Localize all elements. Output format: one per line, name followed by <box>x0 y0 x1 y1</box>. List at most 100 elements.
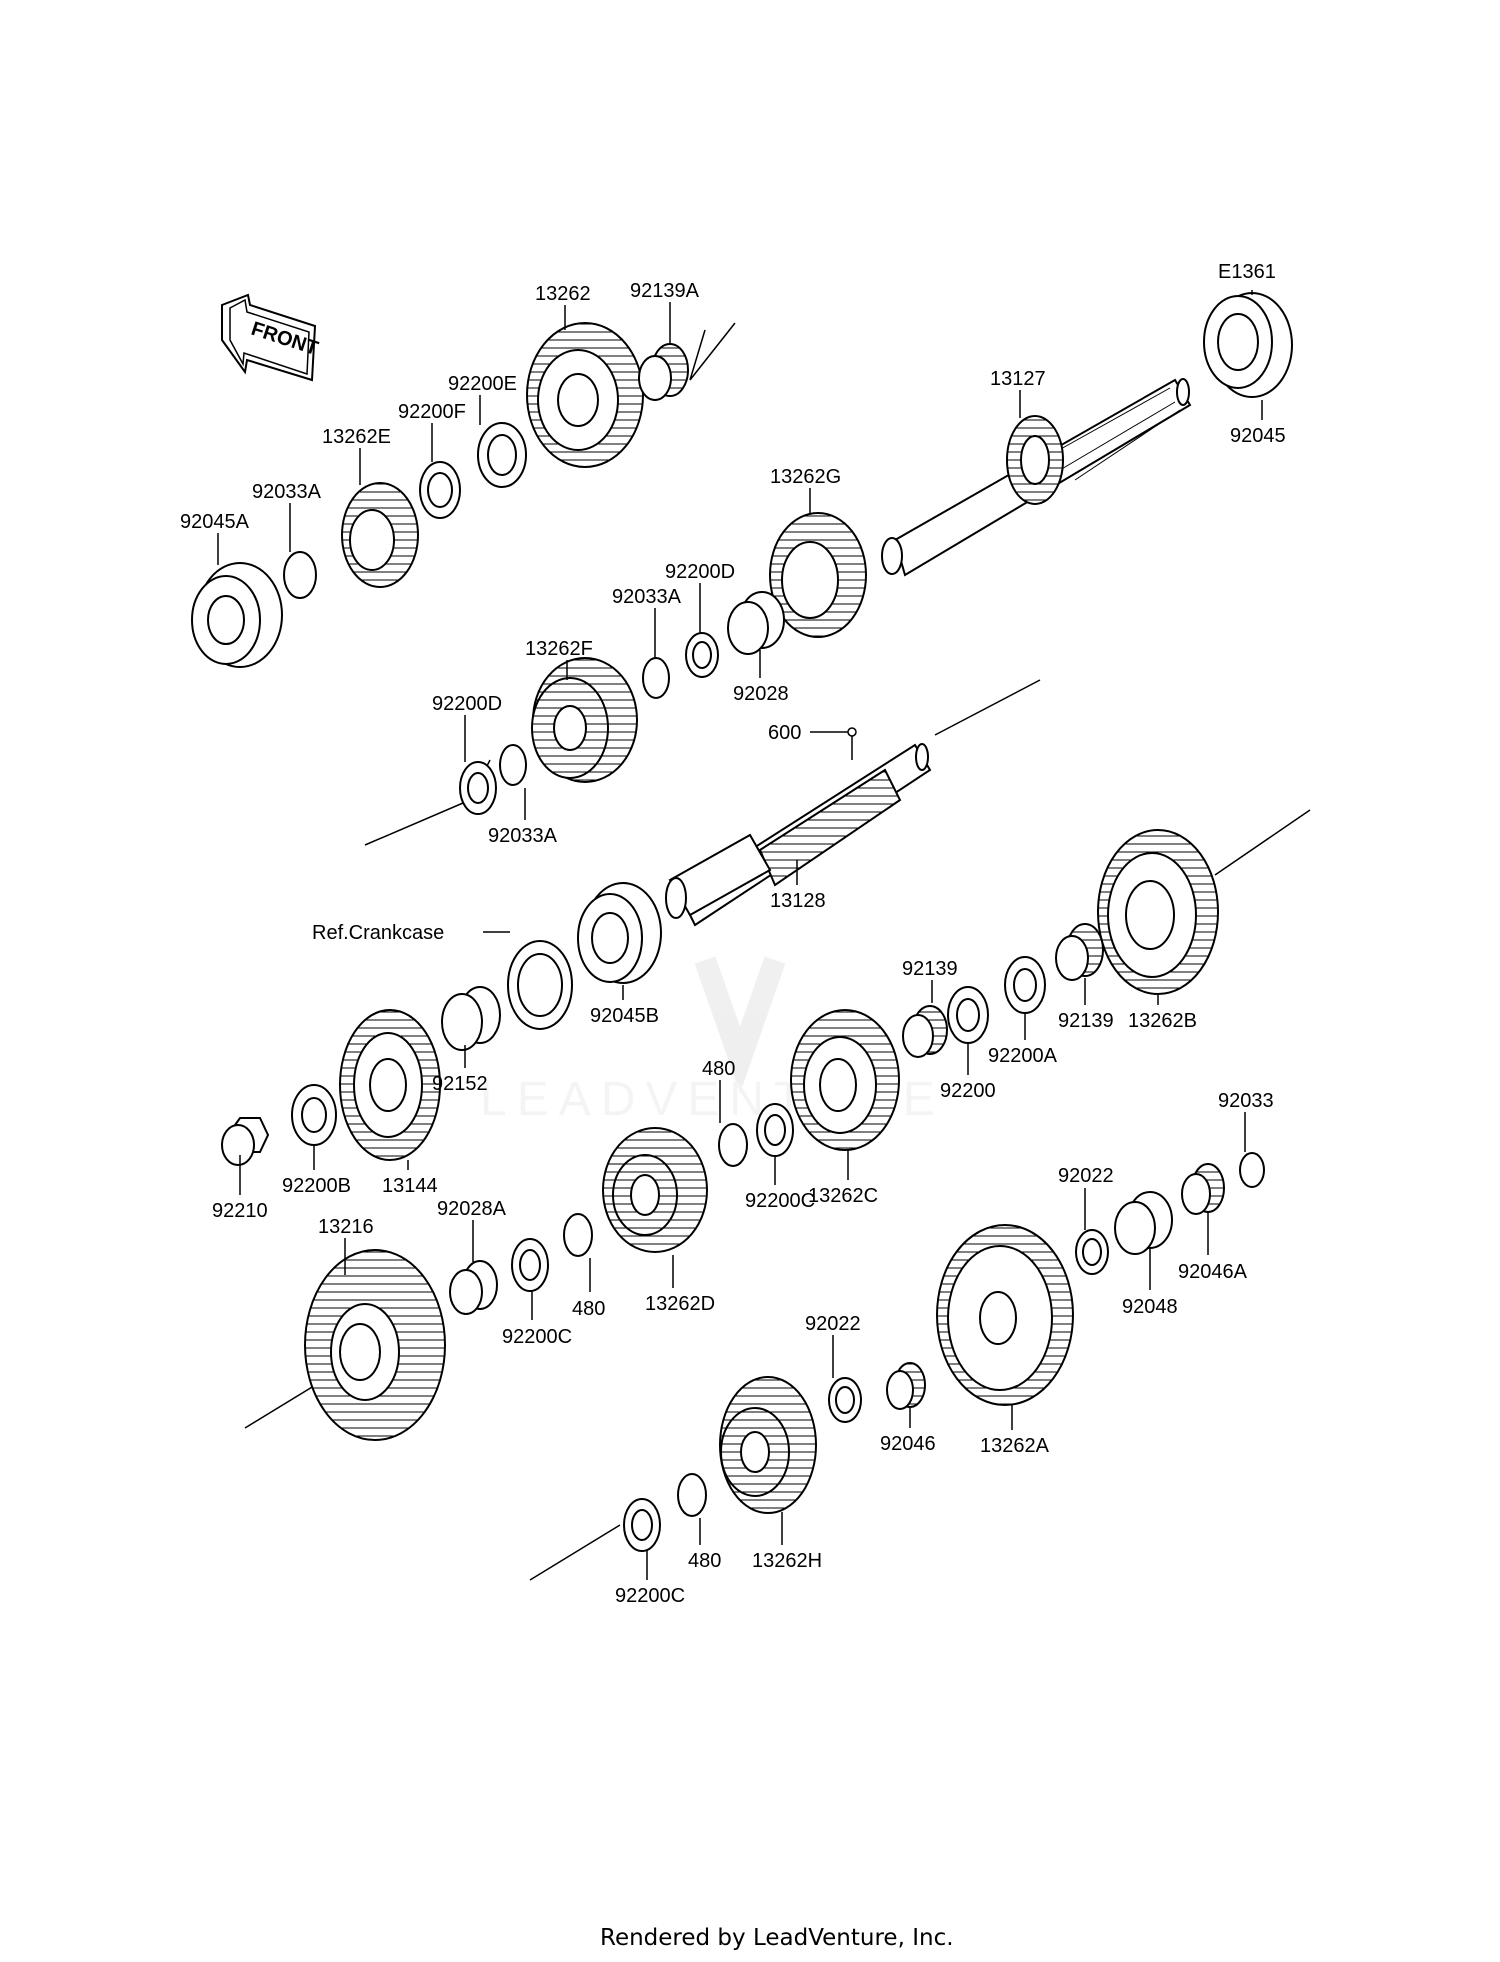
label-13262G: 13262G <box>770 466 841 488</box>
label-92045B: 92045B <box>590 1005 659 1027</box>
label-13216: 13216 <box>318 1216 374 1238</box>
washer-92200A <box>1004 956 1046 1014</box>
label-92200A: 92200A <box>988 1045 1058 1067</box>
gear-13262B <box>1097 829 1219 995</box>
needle-bearing-92139A <box>638 343 689 401</box>
diagram-code: E1361 <box>1218 261 1276 283</box>
label-480-1: 480 <box>702 1058 735 1080</box>
label-13262D: 13262D <box>645 1293 715 1315</box>
label-92045A: 92045A <box>180 511 250 533</box>
label-13128: 13128 <box>770 890 826 912</box>
needle-bearing-92139-2 <box>1055 923 1104 981</box>
label-ref-crankcase: Ref.Crankcase <box>312 922 444 944</box>
circlip-480-1 <box>718 1123 748 1167</box>
label-13262C: 13262C <box>808 1185 878 1207</box>
label-13262B: 13262B <box>1128 1010 1197 1032</box>
nut-92210 <box>221 1117 270 1166</box>
washer-92200F <box>419 461 461 519</box>
label-13262A: 13262A <box>980 1435 1050 1457</box>
gear-13262F <box>531 657 638 783</box>
label-92048: 92048 <box>1122 1296 1178 1318</box>
washer-92200B <box>291 1084 337 1146</box>
label-92200E: 92200E <box>448 373 517 395</box>
label-92200C-1: 92200C <box>745 1190 815 1212</box>
gear-13262H <box>719 1376 817 1514</box>
gear-13216 <box>304 1249 446 1441</box>
label-92200: 92200 <box>940 1080 996 1102</box>
front-arrow-icon: FRONT <box>221 293 321 382</box>
shaft-13127-gear <box>1006 415 1064 505</box>
label-92200D-1: 92200D <box>665 561 735 583</box>
label-92152: 92152 <box>432 1073 488 1095</box>
washer-92200D-1 <box>685 632 719 678</box>
label-92033A-3: 92033A <box>488 825 558 847</box>
label-92028A: 92028A <box>437 1198 507 1220</box>
label-13262: 13262 <box>535 283 591 305</box>
bushing-92028A <box>449 1260 498 1315</box>
label-480-2: 480 <box>572 1298 605 1320</box>
circlip-92033 <box>1239 1152 1265 1188</box>
part-labels: 13262 92139A 92200E 92200F 13262E 92033A… <box>180 280 1286 1607</box>
label-92200F: 92200F <box>398 401 466 423</box>
label-92139-2: 92139 <box>1058 1010 1114 1032</box>
circlip-480-2 <box>563 1213 593 1257</box>
needle-bearing-92046 <box>886 1362 926 1410</box>
label-92033: 92033 <box>1218 1090 1274 1112</box>
collar-92048 <box>1114 1191 1173 1255</box>
shaft-13128 <box>665 743 932 927</box>
gear-13262C <box>790 1009 900 1151</box>
label-13144: 13144 <box>382 1175 438 1197</box>
gear-13262E <box>341 482 419 588</box>
label-13127: 13127 <box>990 368 1046 390</box>
washer-92022-2 <box>828 1377 862 1423</box>
washer-92200C-2 <box>511 1238 549 1292</box>
label-13262H: 13262H <box>752 1550 822 1572</box>
label-92139-1: 92139 <box>902 958 958 980</box>
label-92045: 92045 <box>1230 425 1286 447</box>
label-92200B: 92200B <box>282 1175 351 1197</box>
leader-lines <box>217 290 1263 1580</box>
label-92022-2: 92022 <box>805 1313 861 1335</box>
washer-92022-1 <box>1075 1229 1109 1275</box>
footer-credit: Rendered by LeadVenture, Inc. <box>600 1925 954 1951</box>
washer-92200D-2 <box>459 761 497 815</box>
label-92046: 92046 <box>880 1433 936 1455</box>
bushing-92028 <box>727 591 785 655</box>
washer-92200E <box>477 422 527 488</box>
washer-92200C-1 <box>756 1103 794 1157</box>
label-92033A-2: 92033A <box>612 586 682 608</box>
bearing-92045B <box>577 882 662 984</box>
circlip-92033A-1 <box>283 551 317 599</box>
label-13262F: 13262F <box>525 638 593 660</box>
gear-13262D <box>602 1127 708 1253</box>
bearing-92045A <box>191 562 283 668</box>
needle-bearing-92046A <box>1181 1163 1225 1215</box>
washer-92200 <box>947 986 989 1044</box>
sprocket-13144 <box>339 1009 441 1161</box>
needle-bearing-92139-1 <box>902 1005 948 1058</box>
label-13262E: 13262E <box>322 426 391 448</box>
part-600-marker <box>847 727 857 737</box>
oil-seal <box>507 940 573 1030</box>
bearing-92045 <box>1203 292 1293 398</box>
label-92210: 92210 <box>212 1200 268 1222</box>
label-92139A: 92139A <box>630 280 700 302</box>
label-92200C-3: 92200C <box>615 1585 685 1607</box>
collar-92152 <box>441 986 501 1051</box>
label-600: 600 <box>768 722 801 744</box>
gear-13262 <box>526 322 644 468</box>
label-92028: 92028 <box>733 683 789 705</box>
circlip-92033A-3 <box>499 744 527 786</box>
circlip-92033A-2 <box>642 657 670 699</box>
label-480-3: 480 <box>688 1550 721 1572</box>
gear-13262G <box>769 512 867 638</box>
label-92022-1: 92022 <box>1058 1165 1114 1187</box>
gear-13262A <box>936 1224 1074 1406</box>
circlip-480-3 <box>677 1473 707 1517</box>
label-92046A: 92046A <box>1178 1261 1248 1283</box>
washer-92200C-3 <box>623 1498 661 1552</box>
label-92200C-2: 92200C <box>502 1326 572 1348</box>
label-92033A-1: 92033A <box>252 481 322 503</box>
label-92200D-2: 92200D <box>432 693 502 715</box>
